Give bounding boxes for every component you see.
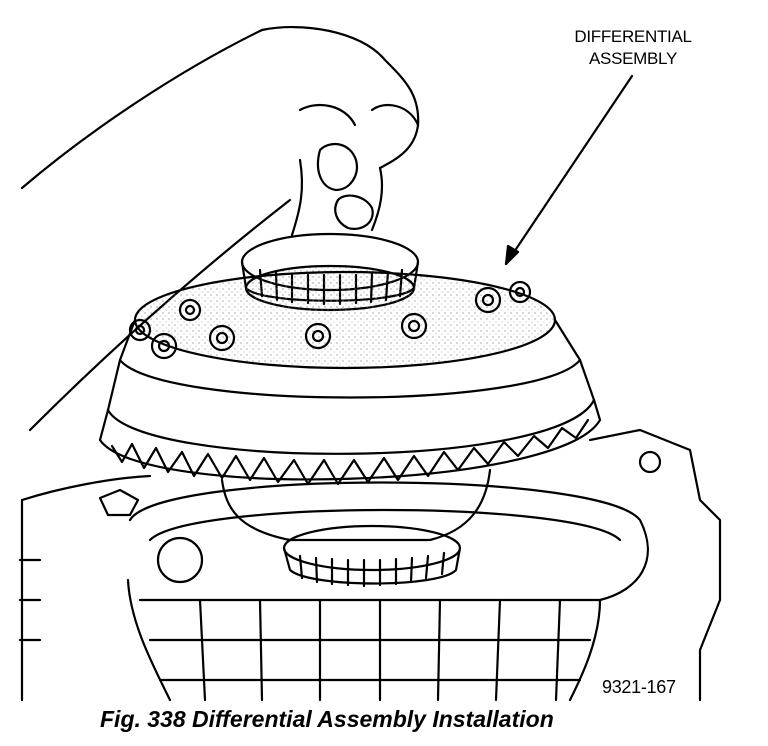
arm-outline-upper [20, 28, 264, 190]
transaxle-housing [18, 428, 722, 702]
figure-caption: Fig. 338 Differential Assembly Installat… [100, 706, 554, 732]
callout-line-1: DIFFERENTIAL [574, 27, 692, 46]
figure-code: 9321-167 [602, 677, 676, 697]
callout-leader [504, 74, 634, 266]
callout-label: DIFFERENTIAL ASSEMBLY [548, 26, 718, 70]
differential-case [106, 270, 596, 412]
case-bolts [128, 280, 532, 360]
ring-gear [98, 398, 602, 486]
hand [260, 25, 420, 237]
callout-line-2: ASSEMBLY [589, 49, 677, 68]
lower-case [220, 468, 492, 588]
